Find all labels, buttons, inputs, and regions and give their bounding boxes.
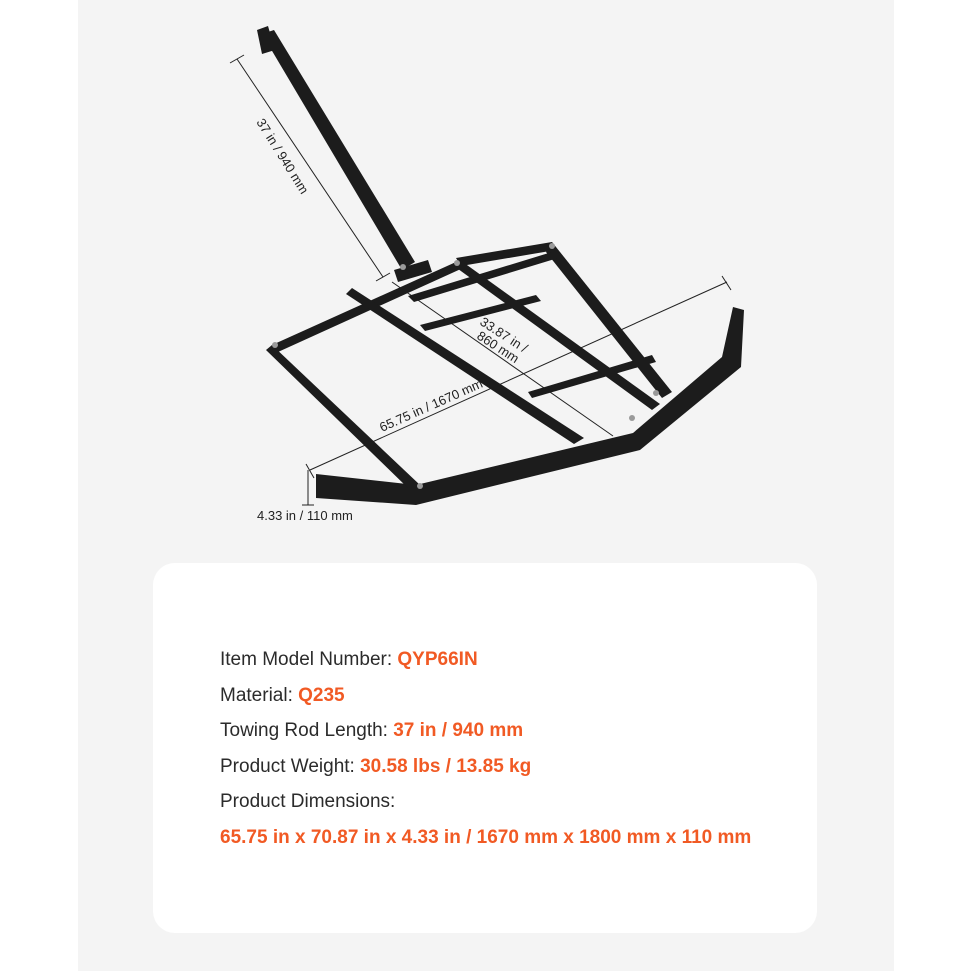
dimension-lines [229,54,732,506]
frame-bolts [272,243,659,489]
width-label: 65.75 in / 1670 mm [377,376,485,435]
spec-list: Item Model Number: QYP66IN Material: Q23… [220,642,820,855]
drag-harrow-illustration: 37 in / 940 mm 33.87 in / 860 mm 65.75 i… [229,26,744,523]
spec-rod-length: Towing Rod Length: 37 in / 940 mm [220,713,820,749]
spec-dimensions-value: 65.75 in x 70.87 in x 4.33 in / 1670 mm … [220,826,752,848]
height-label: 4.33 in / 110 mm [257,508,353,523]
spec-rod-length-label: Towing Rod Length: [220,720,394,741]
spec-material-value: Q235 [298,684,345,706]
spec-material-label: Material: [220,684,299,706]
spec-dimensions: Product Dimensions: [220,784,820,820]
spec-dimensions-label: Product Dimensions: [220,791,396,812]
spec-model-label: Item Model Number: [220,649,398,670]
spec-model: Item Model Number: QYP66IN [220,642,820,678]
spec-card [153,563,817,933]
harrow-frame [257,26,744,505]
spec-weight-label: Product Weight: [220,755,361,777]
spec-dimensions-value-row: 65.75 in x 70.87 in x 4.33 in / 1670 mm … [220,820,820,856]
spec-model-value: QYP66IN [397,649,478,670]
spec-rod-length-value: 37 in / 940 mm [393,720,524,741]
spec-weight-value: 30.58 lbs / 13.85 kg [360,755,532,777]
spec-material: Material: Q235 [220,678,820,714]
spec-weight: Product Weight: 30.58 lbs / 13.85 kg [220,749,820,785]
